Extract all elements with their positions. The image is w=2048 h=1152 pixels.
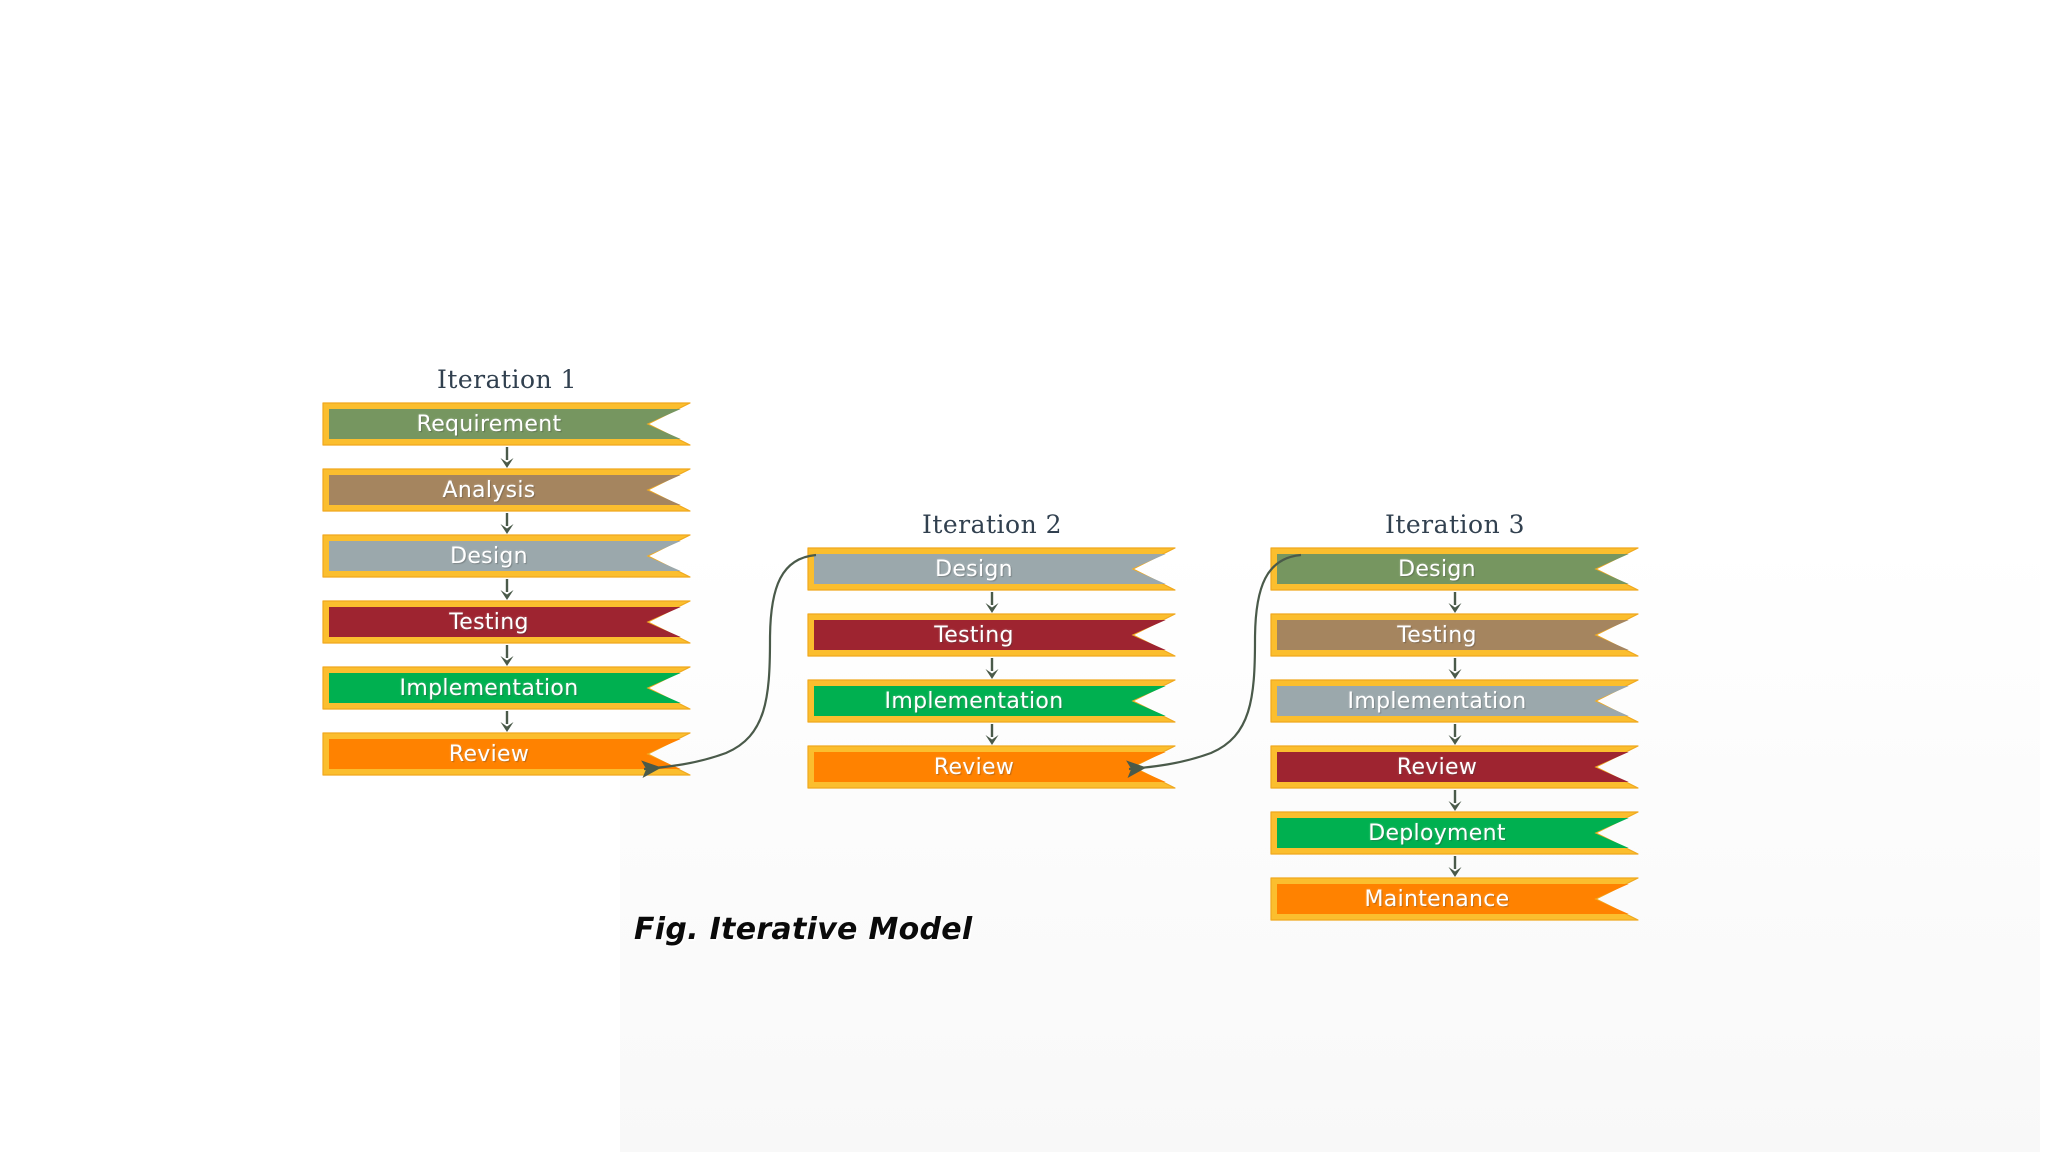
step-flow-arrow-down-icon (498, 447, 516, 469)
step-flow-arrow-down-icon (1446, 856, 1464, 878)
column-title-iteration-2: Iteration 2 (921, 510, 1063, 539)
process-step-analysis[interactable]: Analysis (322, 468, 692, 512)
step-flow-arrow-down-icon (498, 579, 516, 601)
step-flow-arrow-down-icon (1446, 592, 1464, 614)
step-flow-arrow-down-icon (983, 592, 1001, 614)
process-step-maintenance[interactable]: Maintenance (1270, 877, 1640, 921)
step-flow-arrow-down-icon (1446, 790, 1464, 812)
connector-iteration2-to-iteration1 (641, 553, 817, 778)
step-flow-arrow-down-icon (498, 513, 516, 535)
step-flow-arrow-down-icon (983, 724, 1001, 746)
process-step-deployment[interactable]: Deployment (1270, 811, 1640, 855)
process-step-review[interactable]: Review (1270, 745, 1640, 789)
column-title-iteration-1: Iteration 1 (436, 365, 578, 394)
step-flow-arrow-down-icon (1446, 724, 1464, 746)
process-step-implementation[interactable]: Implementation (1270, 679, 1640, 723)
step-flow-arrow-down-icon (498, 711, 516, 733)
column-title-iteration-3: Iteration 3 (1384, 510, 1526, 539)
process-step-requirement[interactable]: Requirement (322, 402, 692, 446)
step-flow-arrow-down-icon (498, 645, 516, 667)
figure-caption: Fig. Iterative Model (634, 912, 973, 947)
step-flow-arrow-down-icon (1446, 658, 1464, 680)
process-step-testing[interactable]: Testing (1270, 613, 1640, 657)
step-flow-arrow-down-icon (983, 658, 1001, 680)
process-step-design[interactable]: Design (1270, 547, 1640, 591)
process-step-review[interactable]: Review (322, 732, 692, 776)
connector-iteration3-to-iteration2 (1126, 553, 1302, 778)
